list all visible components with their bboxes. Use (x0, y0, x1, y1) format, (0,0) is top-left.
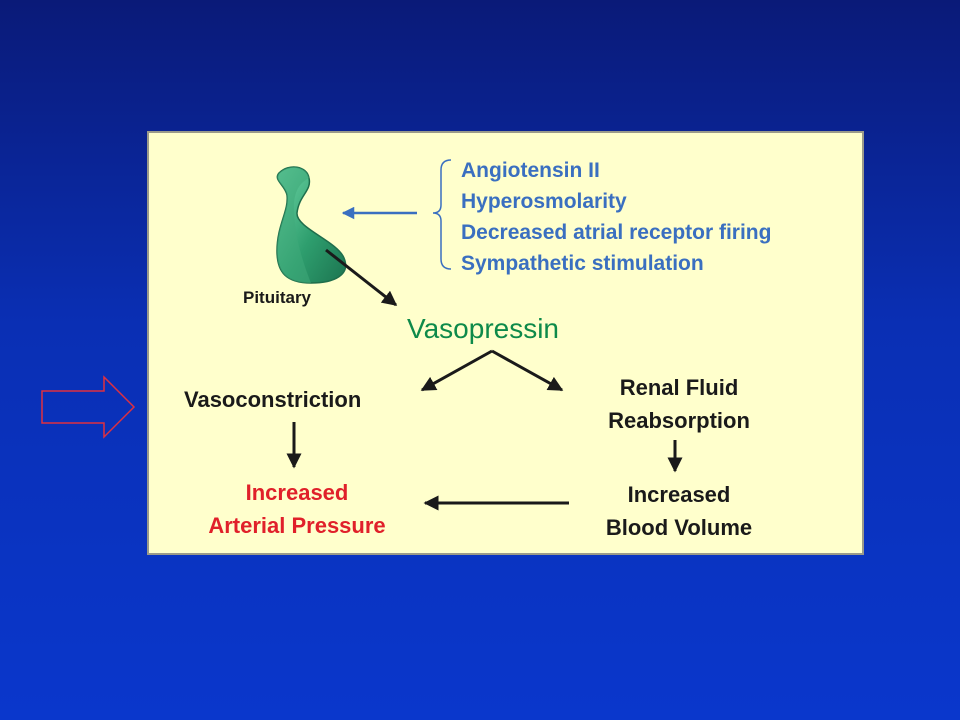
pressure-line-1: Increased (245, 480, 349, 505)
renal-line-1: Renal Fluid (619, 375, 739, 400)
vasopressin-diagram-panel: Pituitary Angiotensin II Hyperosmolarity… (147, 131, 864, 555)
arterial-pressure-label: Increased Arterial Pressure (169, 476, 425, 542)
renal-line-2: Reabsorption (608, 408, 750, 433)
stimulus-item: Sympathetic stimulation (461, 252, 704, 275)
vasoconstriction-label: Vasoconstriction (184, 387, 362, 412)
vasopressin-to-renal-arrow (491, 349, 564, 392)
stimulus-item: Decreased atrial receptor firing (461, 221, 772, 244)
stimuli-bracket (432, 159, 452, 270)
volume-line-1: Increased (627, 482, 731, 507)
pituitary-label: Pituitary (243, 288, 312, 307)
vasopressin-label: Vasopressin (407, 313, 560, 344)
pituitary-gland-icon (276, 166, 347, 284)
stimuli-list: Angiotensin II Hyperosmolarity Decreased… (461, 155, 771, 279)
right-arrow-icon (41, 375, 136, 439)
renal-reabsorption-label: Renal Fluid Reabsorption (569, 371, 789, 437)
blood-volume-label: Increased Blood Volume (569, 478, 789, 544)
vasopressin-to-vasoconstriction-arrow (420, 349, 493, 392)
stimulus-item: Angiotensin II (461, 159, 600, 182)
stimulus-item: Hyperosmolarity (461, 190, 627, 213)
pressure-line-2: Arterial Pressure (208, 513, 386, 538)
gland-to-vasopressin-arrow (325, 248, 398, 307)
volume-line-2: Blood Volume (605, 515, 753, 540)
